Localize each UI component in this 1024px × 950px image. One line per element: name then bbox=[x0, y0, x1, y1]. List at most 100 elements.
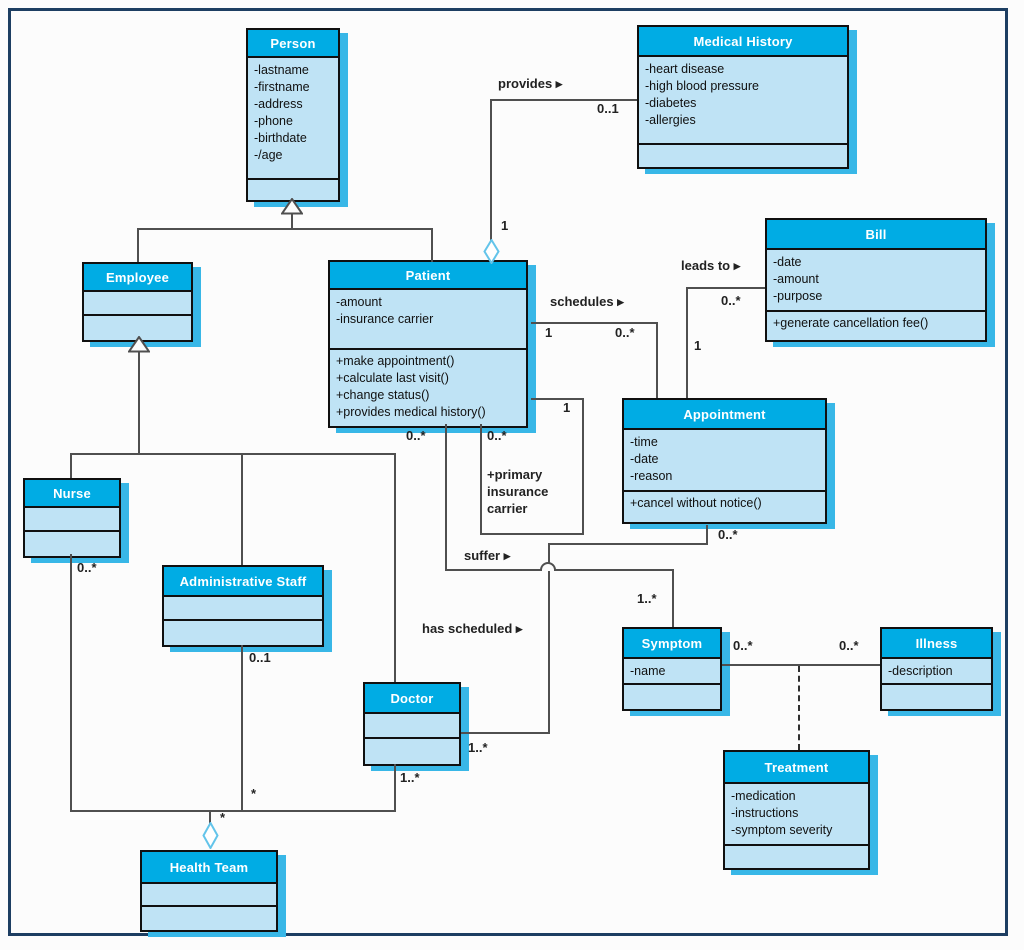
attribute: -time bbox=[630, 435, 658, 449]
treatment-dashed-link bbox=[798, 666, 800, 750]
operation: +make appointment() bbox=[336, 354, 455, 368]
class-administrative-staff-operations bbox=[164, 621, 322, 645]
attribute: -instructions bbox=[731, 806, 799, 820]
primary-insurance-segment bbox=[480, 424, 482, 535]
class-health-team-title: Health Team bbox=[142, 852, 276, 884]
class-employee[interactable]: Employee bbox=[82, 262, 193, 342]
employee-generalization-branch bbox=[137, 228, 139, 262]
generalization-arrow-icon bbox=[128, 336, 150, 353]
primary-insurance-segment bbox=[480, 533, 584, 535]
class-appointment-operations: +cancel without notice() bbox=[624, 492, 825, 522]
leads-to-label: leads to ▸ bbox=[681, 258, 741, 273]
class-appointment-title: Appointment bbox=[624, 400, 825, 430]
attribute: -symptom severity bbox=[731, 823, 833, 837]
class-medical-history-title: Medical History bbox=[639, 27, 847, 57]
suffer-patient-multiplicity: 0..* bbox=[406, 428, 426, 443]
schedules-label: schedules ▸ bbox=[550, 294, 624, 309]
has-scheduled-doctor-multiplicity: 1..* bbox=[468, 740, 488, 755]
attribute: -phone bbox=[254, 114, 293, 128]
employee-subclass-segment bbox=[138, 351, 140, 453]
attribute: -/age bbox=[254, 148, 283, 162]
class-appointment[interactable]: Appointment -time -date -reason +cancel … bbox=[622, 398, 827, 524]
class-nurse-attributes bbox=[25, 508, 119, 532]
healthteam-aggregation-segment bbox=[70, 810, 396, 812]
has-scheduled-segment bbox=[548, 543, 708, 545]
class-health-team-attributes bbox=[142, 884, 276, 907]
class-administrative-staff-title: Administrative Staff bbox=[164, 567, 322, 597]
attribute: -reason bbox=[630, 469, 673, 483]
person-generalization-segment bbox=[291, 213, 293, 229]
class-symptom-operations bbox=[624, 685, 720, 709]
class-medical-history-operations bbox=[639, 145, 847, 167]
symptom-illness-symptom-multiplicity: 0..* bbox=[733, 638, 753, 653]
class-nurse-title: Nurse bbox=[25, 480, 119, 508]
leads-to-association-segment bbox=[686, 287, 765, 289]
class-medical-history[interactable]: Medical History -heart disease -high blo… bbox=[637, 25, 849, 169]
class-appointment-attributes: -time -date -reason bbox=[624, 430, 825, 492]
attribute: -firstname bbox=[254, 80, 310, 94]
class-illness[interactable]: Illness -description bbox=[880, 627, 993, 711]
doctor-generalization-branch bbox=[394, 453, 396, 682]
class-health-team[interactable]: Health Team bbox=[140, 850, 278, 932]
nurse-healthteam-segment bbox=[70, 554, 72, 810]
class-person-operations bbox=[248, 180, 338, 200]
class-doctor[interactable]: Doctor bbox=[363, 682, 461, 766]
attribute: -amount bbox=[336, 295, 382, 309]
class-doctor-title: Doctor bbox=[365, 684, 459, 714]
class-person[interactable]: Person -lastname -firstname -address -ph… bbox=[246, 28, 340, 202]
diagram-border bbox=[8, 8, 1008, 936]
leads-to-appointment-multiplicity: 1 bbox=[694, 338, 702, 353]
class-employee-attributes bbox=[84, 292, 191, 316]
class-treatment-title: Treatment bbox=[725, 752, 868, 784]
attribute: -diabetes bbox=[645, 96, 697, 110]
leads-to-bill-multiplicity: 0..* bbox=[721, 293, 741, 308]
provides-label: provides ▸ bbox=[498, 76, 563, 91]
primary-insurance-left-multiplicity: 0..* bbox=[487, 428, 507, 443]
class-illness-attributes: -description bbox=[882, 659, 991, 685]
class-employee-title: Employee bbox=[84, 264, 191, 292]
class-treatment[interactable]: Treatment -medication -instructions -sym… bbox=[723, 750, 870, 870]
person-generalization-segment bbox=[137, 228, 433, 230]
attribute: -date bbox=[773, 255, 802, 269]
class-medical-history-attributes: -heart disease -high blood pressure -dia… bbox=[639, 57, 847, 145]
attribute: -description bbox=[888, 664, 953, 678]
class-administrative-staff[interactable]: Administrative Staff bbox=[162, 565, 324, 647]
healthteam-diamond-stem bbox=[209, 810, 211, 824]
patient-generalization-branch bbox=[431, 228, 433, 262]
has-scheduled-segment bbox=[548, 543, 550, 734]
suffer-association-segment bbox=[672, 569, 674, 627]
provides-association-segment bbox=[490, 99, 637, 101]
attribute: -high blood pressure bbox=[645, 79, 759, 93]
class-symptom[interactable]: Symptom -name bbox=[622, 627, 722, 711]
admin-healthteam-segment bbox=[241, 645, 243, 810]
primary-insurance-segment bbox=[582, 398, 584, 535]
class-bill-operations: +generate cancellation fee() bbox=[767, 312, 985, 340]
healthteam-junction-multiplicity: * bbox=[251, 786, 257, 801]
class-illness-title: Illness bbox=[882, 629, 991, 659]
class-patient-attributes: -amount -insurance carrier bbox=[330, 290, 526, 350]
attribute: -medication bbox=[731, 789, 796, 803]
class-doctor-operations bbox=[365, 739, 459, 764]
line-hop-icon bbox=[540, 562, 556, 571]
class-nurse[interactable]: Nurse bbox=[23, 478, 121, 558]
attribute: -birthdate bbox=[254, 131, 307, 145]
primary-insurance-role: +primary insurance carrier bbox=[487, 467, 549, 516]
class-symptom-attributes: -name bbox=[624, 659, 720, 685]
healthteam-doctor-multiplicity: 1..* bbox=[400, 770, 420, 785]
operation: +calculate last visit() bbox=[336, 371, 449, 385]
schedules-association-segment bbox=[531, 322, 658, 324]
class-patient[interactable]: Patient -amount -insurance carrier +make… bbox=[328, 260, 528, 428]
nurse-generalization-branch bbox=[70, 453, 72, 478]
provides-patient-multiplicity: 1 bbox=[501, 218, 509, 233]
suffer-association-segment bbox=[555, 569, 674, 571]
class-treatment-operations bbox=[725, 846, 868, 868]
healthteam-aggregate-multiplicity: * bbox=[220, 810, 226, 825]
class-doctor-attributes bbox=[365, 714, 459, 739]
operation: +change status() bbox=[336, 388, 430, 402]
class-person-attributes: -lastname -firstname -address -phone -bi… bbox=[248, 58, 338, 180]
class-bill[interactable]: Bill -date -amount -purpose +generate ca… bbox=[765, 218, 987, 342]
class-nurse-operations bbox=[25, 532, 119, 556]
attribute: -purpose bbox=[773, 289, 823, 303]
aggregation-diamond-icon bbox=[202, 822, 219, 849]
attribute: -date bbox=[630, 452, 659, 466]
